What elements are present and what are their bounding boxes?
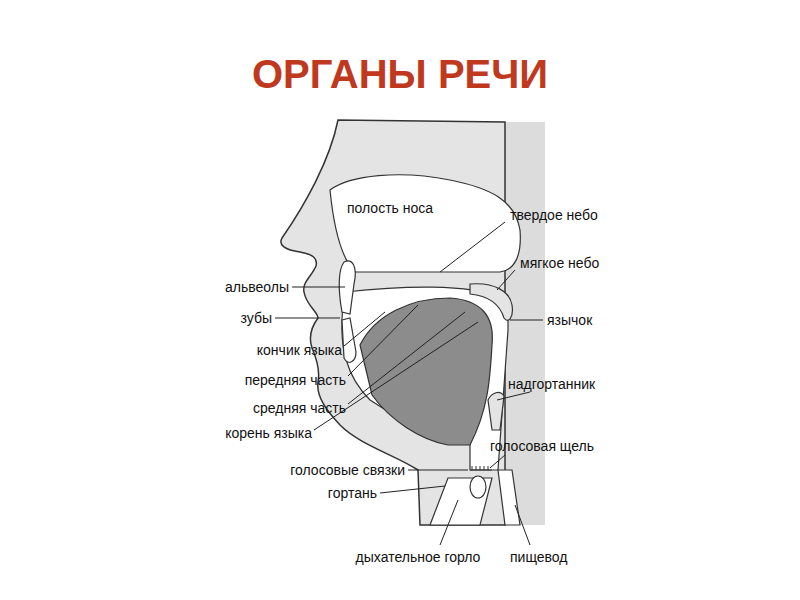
- lower-tooth: [342, 318, 356, 362]
- part-label: надгортанник: [508, 376, 595, 392]
- back-strip: [505, 122, 545, 525]
- part-label: пищевод: [510, 549, 567, 565]
- part-label: мягкое небо: [520, 255, 599, 271]
- oral-cavity: [342, 287, 508, 470]
- part-label: кончик языка: [257, 342, 342, 358]
- part-label: корень языка: [225, 425, 312, 441]
- cartilage: [470, 476, 486, 498]
- tongue: [360, 298, 492, 445]
- nasal-cavity: [330, 175, 520, 272]
- epiglottis: [488, 393, 504, 430]
- part-label: язычок: [547, 312, 592, 328]
- part-label: дыхательное горло: [356, 549, 481, 565]
- part-label: гортань: [328, 485, 377, 501]
- part-label: средняя часть: [253, 400, 346, 416]
- part-label: голосовая щель: [490, 438, 594, 454]
- part-label: альвеолы: [225, 279, 289, 295]
- vocal-cords: [470, 466, 492, 470]
- diagram-title: ОРГАНЫ РЕЧИ: [252, 52, 548, 97]
- part-label: передняя часть: [245, 372, 346, 388]
- part-label: полость носа: [347, 200, 433, 216]
- part-label: зубы: [241, 310, 273, 326]
- part-label: голосовые связки: [290, 462, 405, 478]
- esophagus: [498, 470, 520, 525]
- part-label: твердое небо: [510, 207, 598, 223]
